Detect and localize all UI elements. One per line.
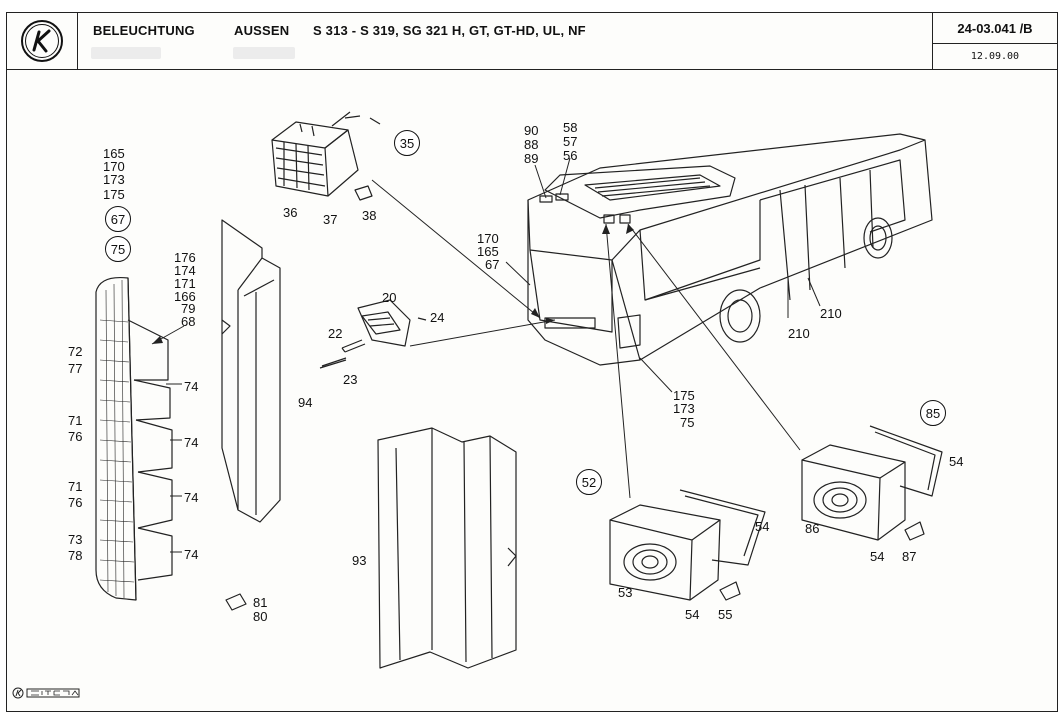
part-label: 54 [755, 519, 770, 534]
side-marker-strip [95, 276, 173, 601]
faded-stamp [233, 47, 295, 59]
part-label: 71 [68, 413, 83, 428]
part-label: 36 [283, 205, 298, 220]
callout-75: 75 [105, 236, 131, 262]
part-label: 78 [68, 548, 83, 563]
part-label: 170 [103, 159, 125, 174]
callout-35: 35 [394, 130, 420, 156]
part-label: 67 [485, 257, 500, 272]
faded-stamp [91, 47, 161, 59]
part-label: 38 [362, 208, 377, 223]
document-number: 24-03.041 /B [933, 13, 1057, 44]
part-label: 75 [680, 415, 695, 430]
bus-drawing [527, 133, 933, 366]
part-label: 93 [352, 553, 367, 568]
part-label: 56 [563, 148, 578, 163]
parts-sheet: BELEUCHTUNG AUSSEN S 313 - S 319, SG 321… [6, 12, 1058, 712]
part-label: 76 [68, 495, 83, 510]
part-label: 165 [477, 244, 499, 259]
part-label: 87 [902, 549, 917, 564]
part-label: 23 [343, 372, 358, 387]
revision-date: 12.09.00 [970, 50, 1020, 62]
arrowheads [152, 224, 634, 344]
part-label: 94 [298, 395, 313, 410]
plate-light-assembly [319, 299, 427, 369]
mounting-panel-94 [221, 219, 281, 523]
doc-info-box: 24-03.041 /B 12.09.00 [932, 13, 1057, 69]
part-label: 55 [718, 607, 733, 622]
part-label: 54 [870, 549, 885, 564]
callout-67: 67 [105, 206, 131, 232]
part-label: 76 [68, 429, 83, 444]
mounting-panel-93 [377, 427, 517, 669]
part-label: 24 [430, 310, 445, 325]
bulb-81 [225, 593, 247, 611]
callout-85: 85 [920, 400, 946, 426]
part-label: 57 [563, 134, 578, 149]
setra-logo-icon [12, 687, 80, 699]
footer-logo [12, 686, 82, 702]
part-label: 53 [618, 585, 633, 600]
brand-logo [7, 13, 78, 69]
title-block: BELEUCHTUNG AUSSEN S 313 - S 319, SG 321… [7, 13, 1057, 70]
part-label: 171 [174, 276, 196, 291]
part-label: 175 [673, 388, 695, 403]
part-label: 77 [68, 361, 83, 376]
part-label: 166 [174, 289, 196, 304]
part-label: 86 [805, 521, 820, 536]
part-label: 173 [673, 401, 695, 416]
part-label: 165 [103, 146, 125, 161]
rear-lamp-assembly-52 [609, 489, 766, 601]
part-label: 68 [181, 314, 196, 329]
part-label: 74 [184, 547, 199, 562]
part-label: 20 [382, 290, 397, 305]
part-label: 58 [563, 120, 578, 135]
part-label: 170 [477, 231, 499, 246]
part-label: 176 [174, 250, 196, 265]
part-label: 90 [524, 123, 539, 138]
part-label: 173 [103, 172, 125, 187]
part-label: 54 [685, 607, 700, 622]
part-label: 79 [181, 301, 196, 316]
k-logo-icon [21, 20, 63, 62]
part-label: 71 [68, 479, 83, 494]
part-label: 54 [949, 454, 964, 469]
subcategory-title: AUSSEN [234, 23, 290, 38]
part-label: 72 [68, 344, 83, 359]
part-label: 174 [174, 263, 196, 278]
model-range: S 313 - S 319, SG 321 H, GT, GT-HD, UL, … [313, 23, 586, 38]
part-label: 74 [184, 379, 199, 394]
callout-52: 52 [576, 469, 602, 495]
part-label: 74 [184, 490, 199, 505]
part-label: 210 [788, 326, 810, 341]
part-label: 74 [184, 435, 199, 450]
part-label: 73 [68, 532, 83, 547]
part-label: 175 [103, 187, 125, 202]
leader-lines [151, 157, 821, 553]
part-label: 81 [253, 595, 268, 610]
part-label: 80 [253, 609, 268, 624]
part-label: 88 [524, 137, 539, 152]
part-label: 210 [820, 306, 842, 321]
category-title: BELEUCHTUNG [93, 23, 195, 38]
part-label: 37 [323, 212, 338, 227]
marker-light-assembly [271, 111, 381, 201]
part-label: 22 [328, 326, 343, 341]
part-label: 89 [524, 151, 539, 166]
rear-lamp-assembly-85 [801, 425, 943, 541]
